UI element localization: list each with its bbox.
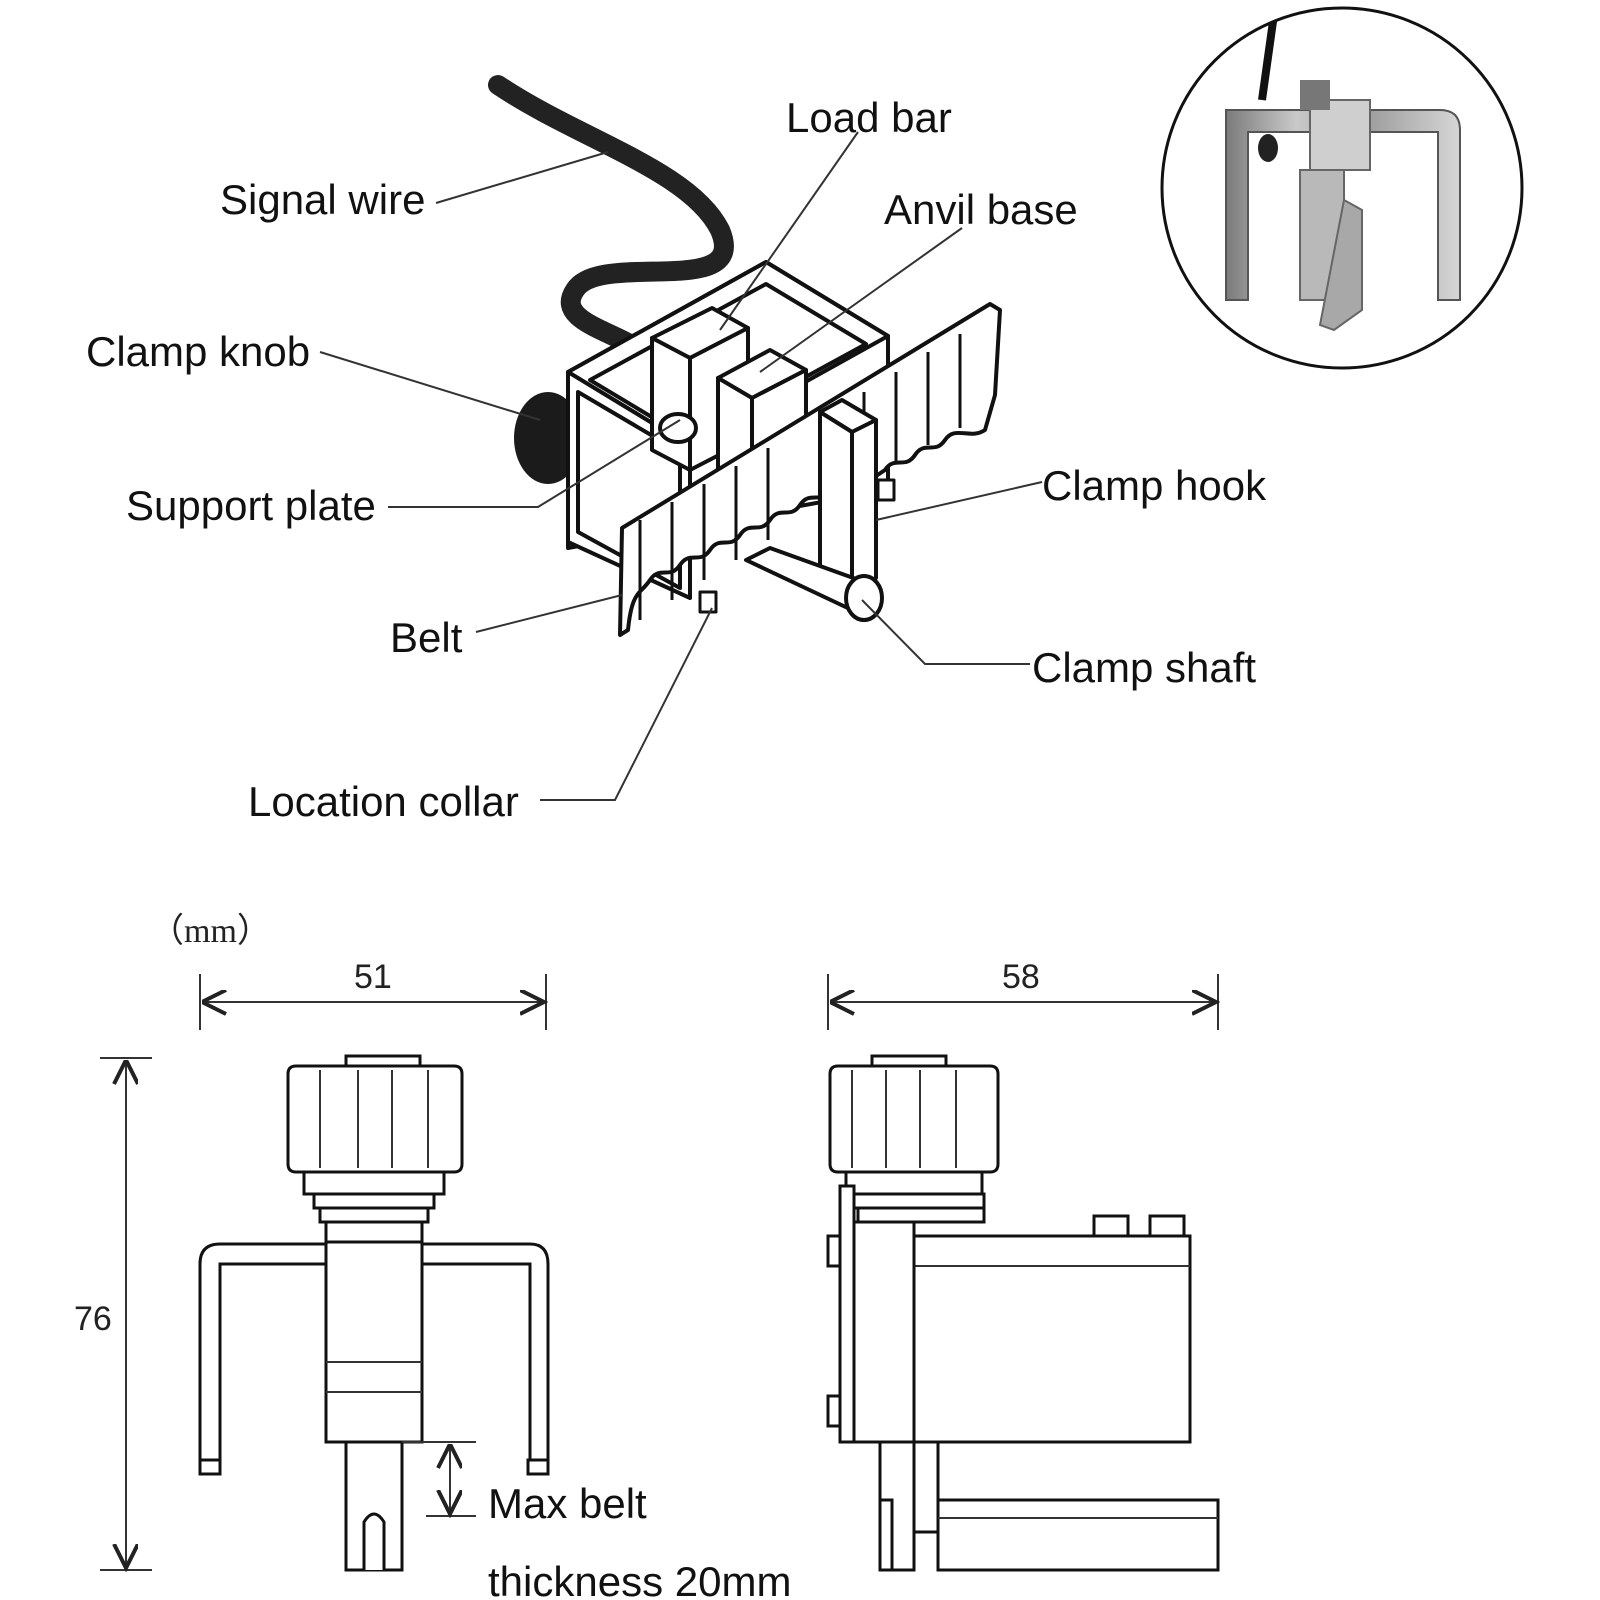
label-clamp-hook: Clamp hook xyxy=(1042,462,1267,509)
label-belt: Belt xyxy=(390,614,463,661)
max-belt-line2: thickness 20mm xyxy=(488,1558,791,1600)
dimension-drawings: （mm） 51 58 76 xyxy=(74,912,1218,1600)
clamp-shaft xyxy=(744,546,884,622)
front-width-value: 51 xyxy=(354,958,392,996)
support-plate xyxy=(658,412,698,444)
side-width-value: 58 xyxy=(1002,958,1040,996)
label-clamp-shaft: Clamp shaft xyxy=(1032,644,1256,691)
label-location-collar: Location collar xyxy=(248,778,519,825)
side-view xyxy=(826,1054,1220,1572)
unit-label: （mm） xyxy=(150,912,271,950)
photo-inset xyxy=(1160,6,1524,370)
leader-lines xyxy=(319,131,1043,801)
part-labels: Signal wire Load bar Anvil base Clamp kn… xyxy=(86,94,1267,825)
label-load-bar: Load bar xyxy=(786,94,952,141)
label-clamp-knob: Clamp knob xyxy=(86,328,310,375)
location-collar-right xyxy=(876,478,896,502)
location-collar xyxy=(698,590,718,614)
max-belt-line1: Max belt xyxy=(488,1480,647,1527)
clamp-hook xyxy=(818,398,878,592)
front-view: Max belt thickness 20mm xyxy=(198,1054,791,1600)
label-support-plate: Support plate xyxy=(126,482,376,529)
signal-wire xyxy=(488,75,734,360)
label-anvil-base: Anvil base xyxy=(884,186,1078,233)
isometric-drawing xyxy=(488,75,1002,637)
clamp-knob xyxy=(514,392,582,484)
label-signal-wire: Signal wire xyxy=(220,176,425,223)
height-value: 76 xyxy=(74,1300,112,1338)
